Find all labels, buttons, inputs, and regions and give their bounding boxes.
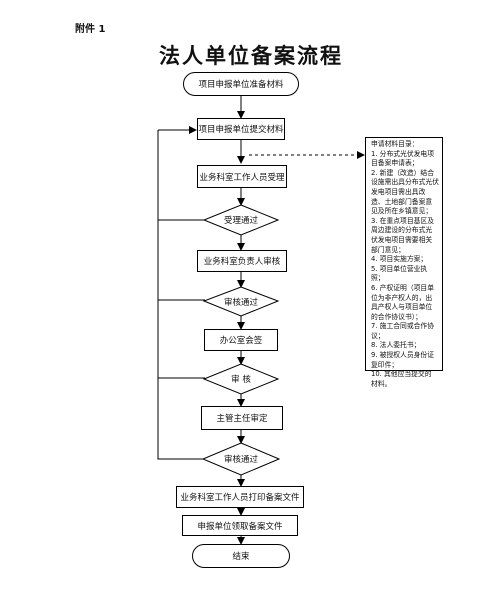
materials-line: 目备案申请表；	[371, 159, 419, 168]
decision-accept-check: 受理通过	[223, 216, 258, 226]
materials-line: 7. 施工合同或合作协	[371, 322, 435, 331]
diamond-accept-check	[202, 204, 280, 236]
attachment-label: 附件 1	[75, 24, 106, 35]
materials-line: 3. 在重点项目基区及	[371, 216, 435, 225]
diamond-final-check	[201, 442, 281, 476]
node-start: 项目申报单位准备材料	[183, 72, 299, 96]
materials-line: 的合作协议书）；	[371, 312, 422, 321]
return-loop-line	[157, 219, 205, 460]
materials-line: 材料。	[371, 379, 392, 388]
materials-line: 9. 被授权人员身份证	[371, 351, 435, 360]
node-office-sign: 办公室会签	[204, 329, 278, 351]
node-review: 业务科室负责人审核	[197, 250, 287, 272]
materials-line: 5. 项目单位营业执	[371, 264, 428, 273]
page-title: 法人单位备案流程	[159, 43, 343, 68]
materials-line: 具产权人与项目单位	[371, 303, 433, 312]
materials-line: 6. 产权证明（项目单	[371, 283, 435, 292]
materials-line: 8. 法人委托书；	[371, 341, 421, 350]
diamond-review-check	[202, 286, 280, 317]
decision-review-check: 审核通过	[223, 297, 258, 308]
node-collect-files: 申报单位领取备案文件	[182, 515, 298, 536]
materials-list-box: 申请材料目录： 1. 分布式光伏发电项 目备案申请表； 2. 新建（改造）结合 …	[365, 137, 443, 388]
materials-line: 见及所在乡镇意见；	[371, 207, 433, 216]
node-end: 结束	[192, 544, 290, 568]
materials-line: 复印件；	[371, 360, 399, 369]
decision-final-check: 审核通过	[223, 455, 258, 465]
materials-line: 位为非产权人的，出	[371, 293, 433, 302]
materials-line: 照；	[371, 274, 385, 283]
materials-line: 造、土地部门备案意	[371, 197, 433, 206]
diamond-audit	[202, 363, 280, 395]
materials-line: 设施需出具分布式光伏	[371, 178, 439, 187]
materials-line: 4. 项目实施方案；	[371, 255, 428, 264]
decision-audit: 审 核	[231, 375, 251, 385]
materials-line: 部门意见；	[371, 245, 405, 254]
materials-line: 发电项目需出具改	[371, 187, 426, 196]
materials-line: 周边建设的分布式光	[371, 226, 433, 235]
node-accept: 业务科室工作人员受理	[197, 165, 287, 188]
node-director-review: 主管主任审定	[201, 406, 283, 430]
materials-line: 10. 其他应当提交的	[371, 370, 432, 379]
materials-line: 1. 分布式光伏发电项	[371, 149, 435, 158]
node-print-files: 业务科室工作人员打印备案文件	[176, 486, 304, 508]
materials-line: 议；	[371, 331, 385, 340]
materials-line: 伏发电项目需要相关	[371, 235, 433, 244]
materials-line: 申请材料目录：	[371, 140, 419, 148]
materials-line: 2. 新建（改造）结合	[371, 168, 435, 177]
node-submit-materials: 项目申报单位提交材料	[197, 118, 285, 140]
